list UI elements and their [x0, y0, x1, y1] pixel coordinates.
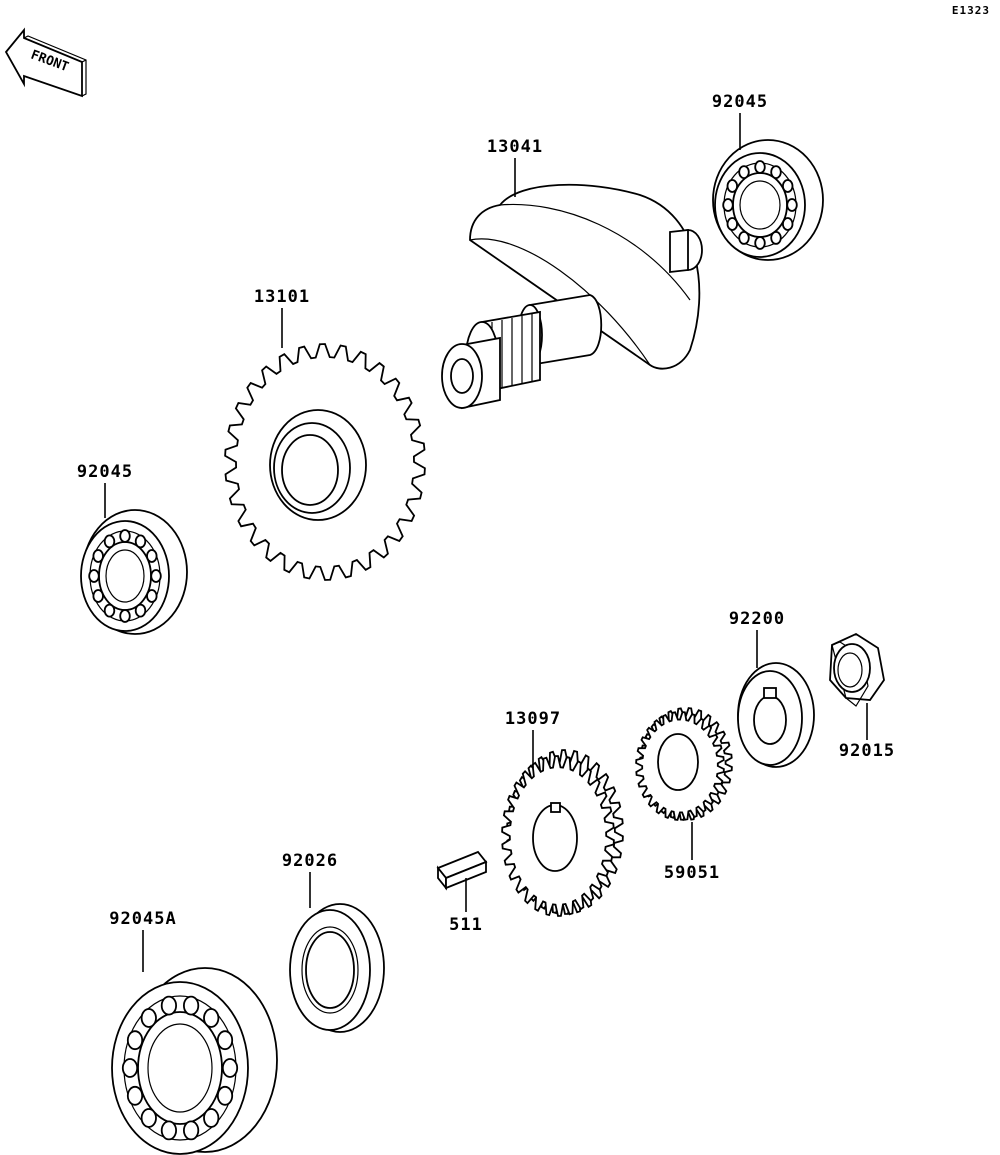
ball-bearing-large	[111, 967, 278, 1155]
balancer-shaft-13041	[441, 183, 703, 410]
bearing-ball	[216, 1085, 234, 1106]
part-label-59051: 59051	[664, 863, 720, 883]
bearing-ball	[92, 549, 104, 563]
collar-92026	[289, 903, 385, 1033]
bearing-ball	[150, 569, 162, 583]
part-label-13101: 13101	[254, 287, 310, 307]
bearing-ball	[203, 1108, 220, 1128]
bearing-balls	[722, 160, 798, 250]
bearing-ball	[183, 995, 200, 1016]
bearing-ball	[722, 198, 734, 212]
bearing-ball	[119, 609, 131, 623]
part-label-92026: 92026	[282, 851, 338, 871]
bearing-ball	[183, 1120, 200, 1141]
bearing-ball	[754, 236, 766, 250]
bearing-balls	[88, 529, 162, 623]
bearing-ball	[216, 1030, 234, 1051]
front-arrow-icon: FRONT	[4, 27, 87, 98]
part-label-92015: 92015	[839, 741, 895, 761]
bearing-ball	[726, 217, 739, 231]
bearing-ball	[738, 230, 750, 245]
bearing-ball	[146, 589, 158, 603]
bearing-ball	[134, 534, 147, 549]
ball-bearing-left	[80, 509, 188, 635]
bearing-ball	[782, 179, 794, 193]
part-label-13041: 13041	[487, 137, 543, 157]
balancer-gear-13101	[224, 343, 426, 581]
bearing-ball	[119, 529, 131, 543]
bearing-ball	[103, 534, 116, 549]
bearing-ball	[88, 569, 100, 583]
part-label-92045A: 92045A	[109, 909, 176, 929]
bearing-ball	[134, 603, 147, 618]
gear-13097	[501, 749, 624, 917]
bearing-ball	[738, 165, 750, 180]
bearing-ball	[754, 160, 766, 174]
key-511	[436, 850, 488, 891]
bearing-ball	[103, 603, 116, 618]
bearing-ball	[140, 1008, 157, 1028]
bearing-ball	[786, 198, 798, 212]
diagram-id: E1323	[952, 4, 990, 17]
bearing-ball	[770, 230, 782, 245]
lock-washer-92200	[737, 662, 815, 768]
gear-59051	[635, 707, 733, 821]
bearing-ball	[770, 165, 782, 180]
bearing-ball	[92, 589, 104, 603]
part-label-92200: 92200	[729, 609, 785, 629]
bearing-ball	[126, 1030, 144, 1051]
ball-bearing-upper	[712, 139, 824, 261]
part-label-92045-upper: 92045	[712, 92, 768, 112]
part-label-92045-left: 92045	[77, 462, 133, 482]
part-label-511: 511	[449, 915, 483, 935]
part-label-13097: 13097	[505, 709, 561, 729]
hex-nut-92015	[829, 632, 885, 707]
bearing-ball	[726, 179, 739, 193]
bearing-ball	[160, 1120, 177, 1141]
bearing-ball	[140, 1108, 157, 1128]
bearing-balls	[121, 995, 239, 1141]
bearing-ball	[126, 1085, 144, 1106]
bearing-ball	[160, 995, 177, 1016]
bearing-ball	[221, 1058, 239, 1078]
bearing-ball	[146, 549, 158, 563]
bearing-ball	[782, 217, 794, 231]
bearing-ball	[121, 1058, 139, 1078]
bearing-ball	[203, 1008, 220, 1028]
